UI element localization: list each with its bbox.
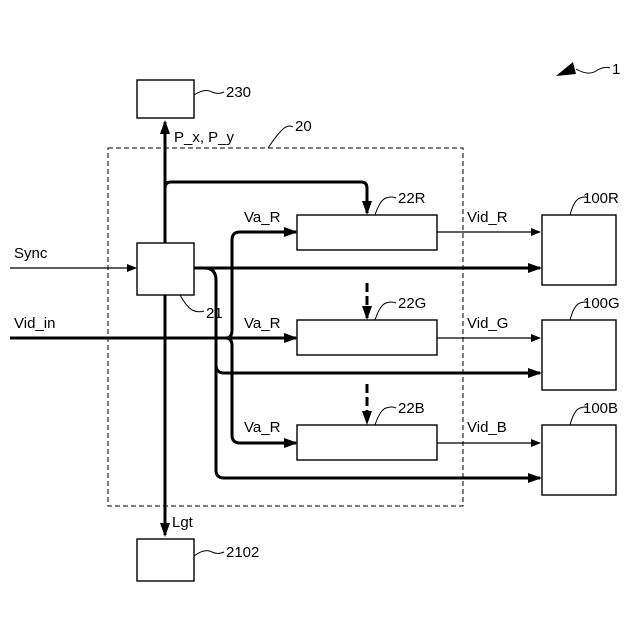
block-100R: [542, 215, 616, 285]
block-22G: [297, 320, 437, 355]
label-lgt: Lgt: [172, 514, 194, 531]
leader-22R: [375, 197, 396, 215]
label-22G: 22G: [398, 295, 426, 312]
leader-20: [268, 126, 293, 148]
label-va-r-2: Va_R: [244, 315, 281, 332]
label-2102: 2102: [226, 544, 259, 561]
label-vid-r: Vid_R: [467, 209, 508, 226]
leader-21: [180, 295, 204, 312]
label-100B: 100B: [583, 400, 618, 417]
block-230: [137, 80, 194, 118]
label-20: 20: [295, 118, 312, 135]
label-va-r-3: Va_R: [244, 419, 281, 436]
label-va-r-1: Va_R: [244, 209, 281, 226]
label-vid-b: Vid_B: [467, 419, 507, 436]
system-arrow-icon: [556, 62, 576, 76]
leader-2102: [194, 551, 224, 556]
label-21: 21: [206, 305, 223, 322]
block-100G: [542, 320, 616, 390]
label-vid-g: Vid_G: [467, 315, 508, 332]
block-22R: [297, 215, 437, 250]
leader-22B: [375, 407, 396, 425]
label-system: 1: [612, 61, 620, 78]
label-22B: 22B: [398, 400, 425, 417]
block-100B: [542, 425, 616, 495]
label-230: 230: [226, 84, 251, 101]
block-21: [137, 243, 194, 295]
label-vid-in: Vid_in: [14, 315, 55, 332]
leader-22G: [375, 302, 396, 320]
block-2102: [137, 539, 194, 581]
system-leader: [576, 67, 610, 73]
label-100R: 100R: [583, 190, 619, 207]
leader-230: [194, 91, 224, 95]
label-sync: Sync: [14, 245, 48, 262]
label-pxpy: P_x, P_y: [174, 129, 235, 146]
label-100G: 100G: [583, 295, 620, 312]
label-22R: 22R: [398, 190, 426, 207]
block-22B: [297, 425, 437, 460]
